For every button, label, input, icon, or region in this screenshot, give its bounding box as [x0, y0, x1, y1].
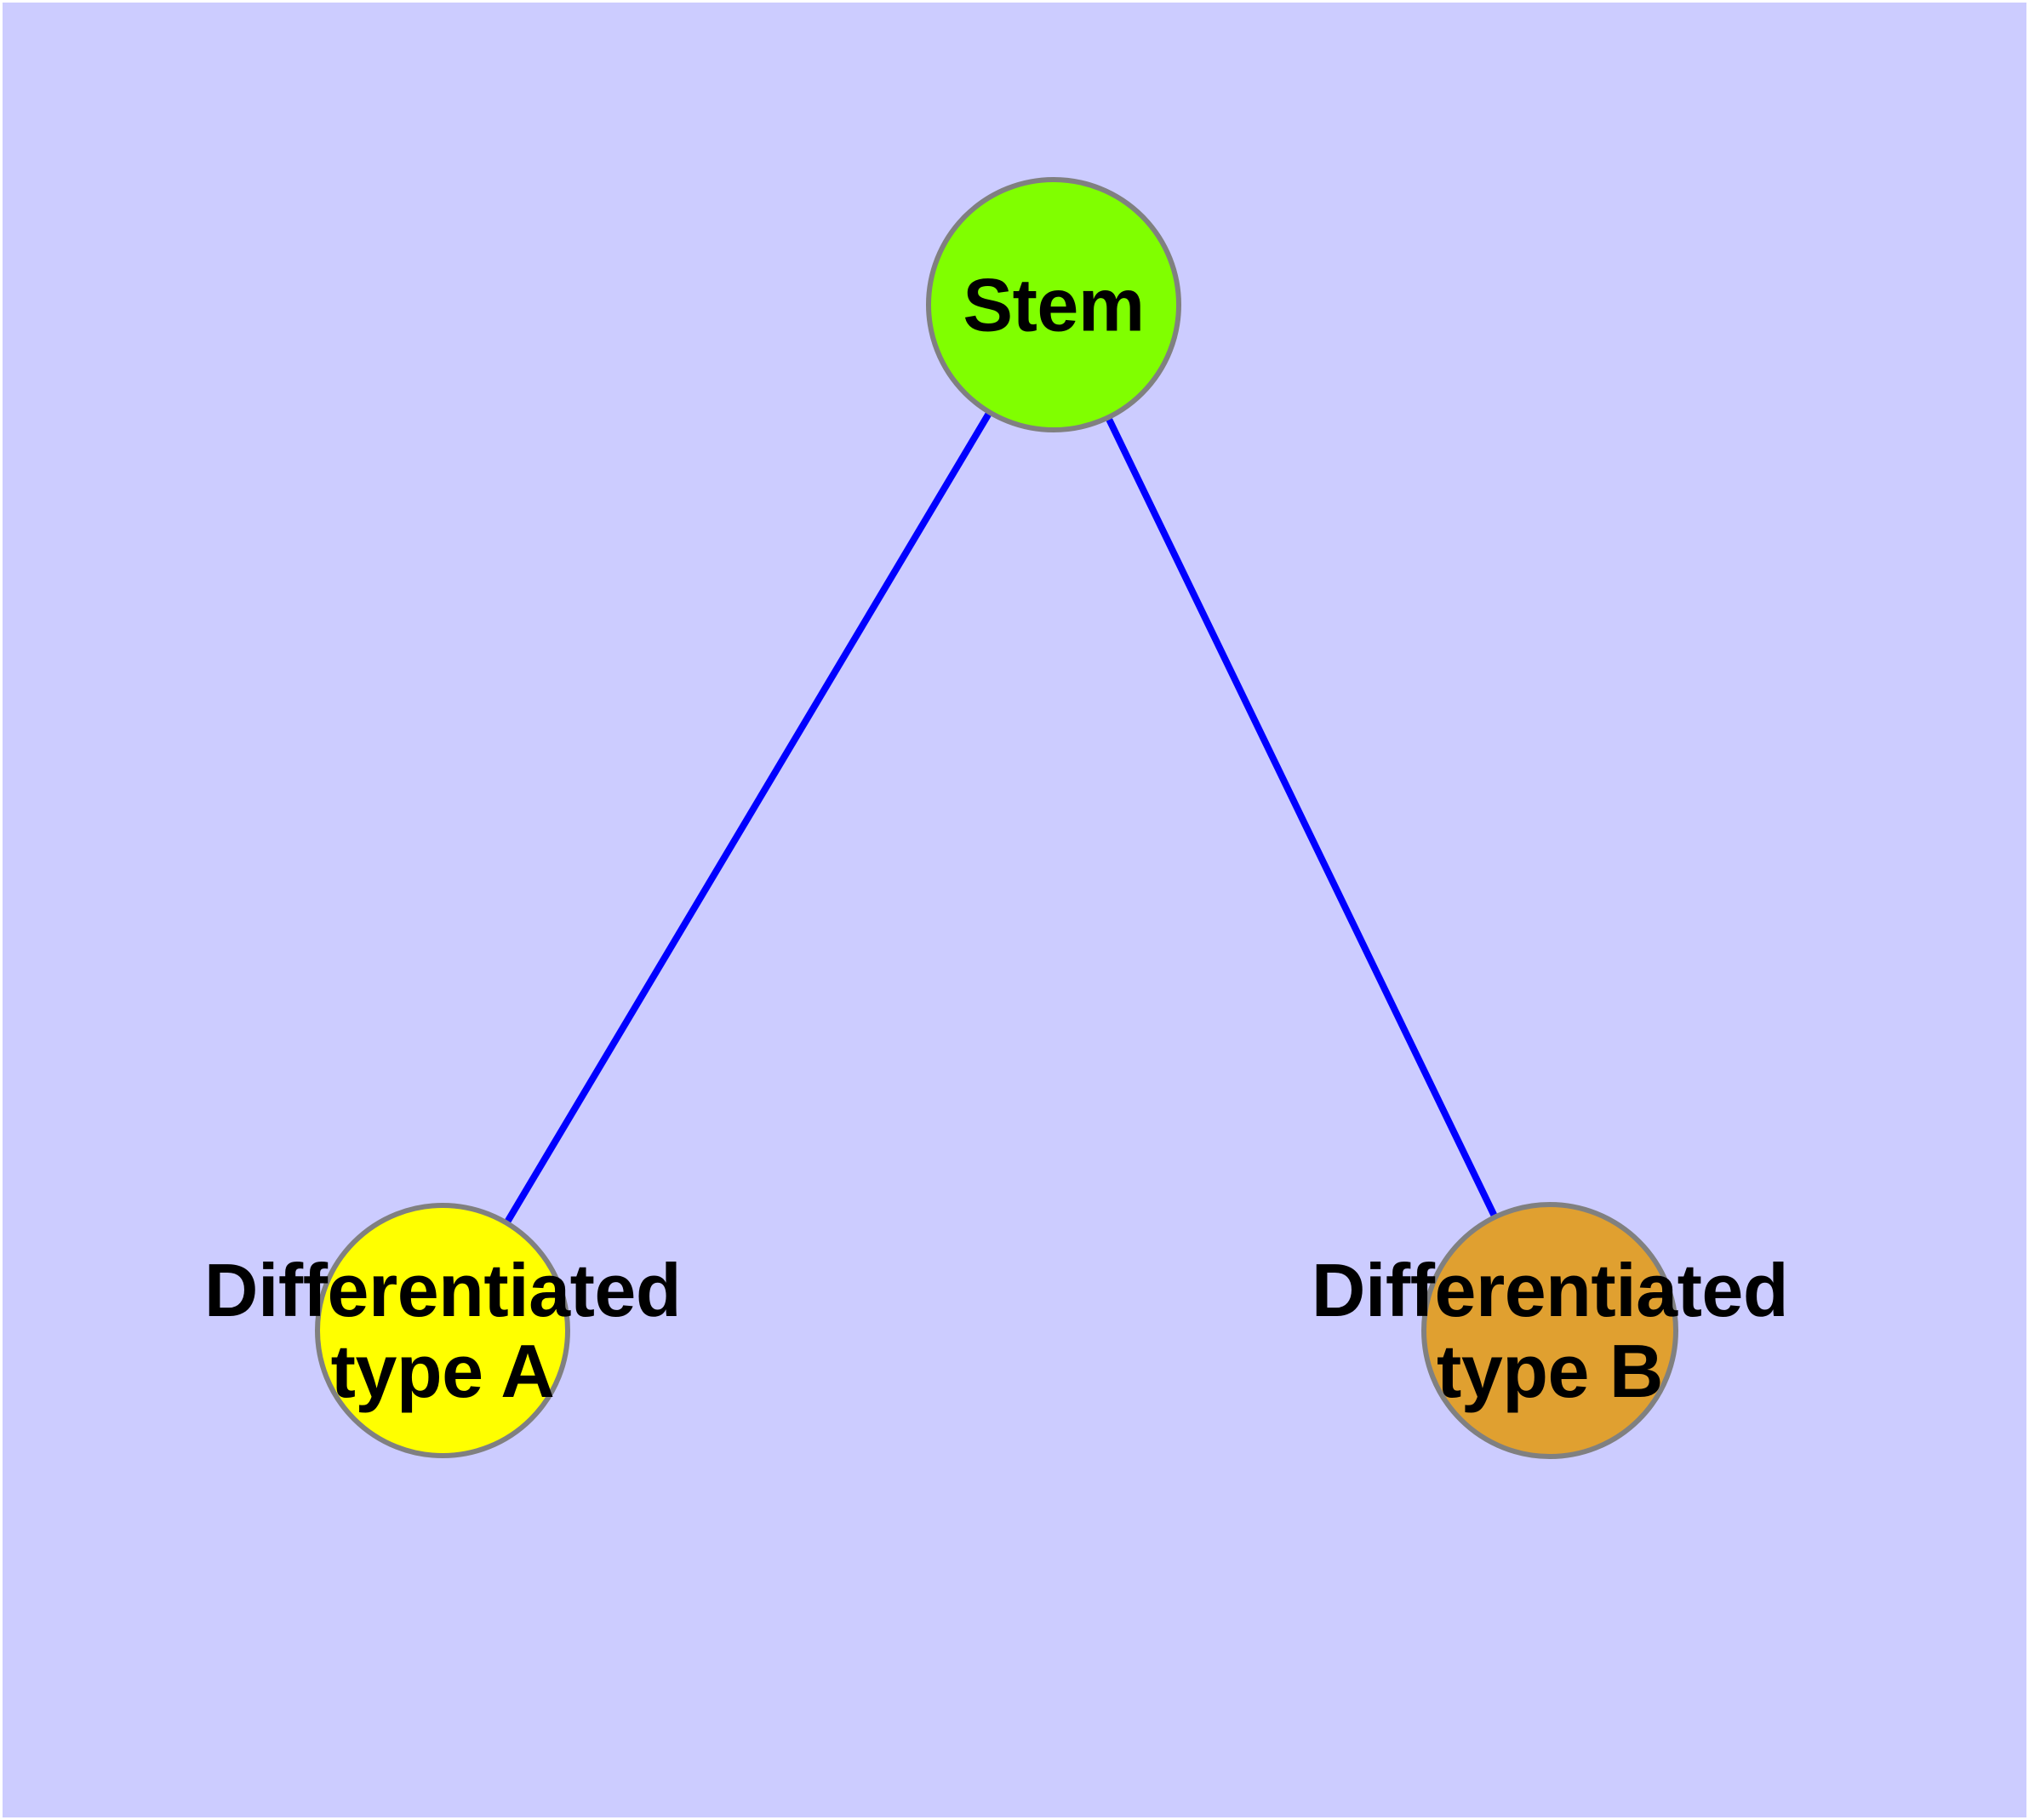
graph-edge: [505, 412, 992, 1223]
graph-node-diff_a[interactable]: [315, 1203, 570, 1458]
nodes-layer: [315, 177, 1678, 1459]
graph-node-diff_b[interactable]: [1421, 1202, 1678, 1459]
edges-layer: [505, 412, 1497, 1223]
graph-node-stem[interactable]: [926, 177, 1181, 432]
graph-edge: [1106, 418, 1497, 1216]
